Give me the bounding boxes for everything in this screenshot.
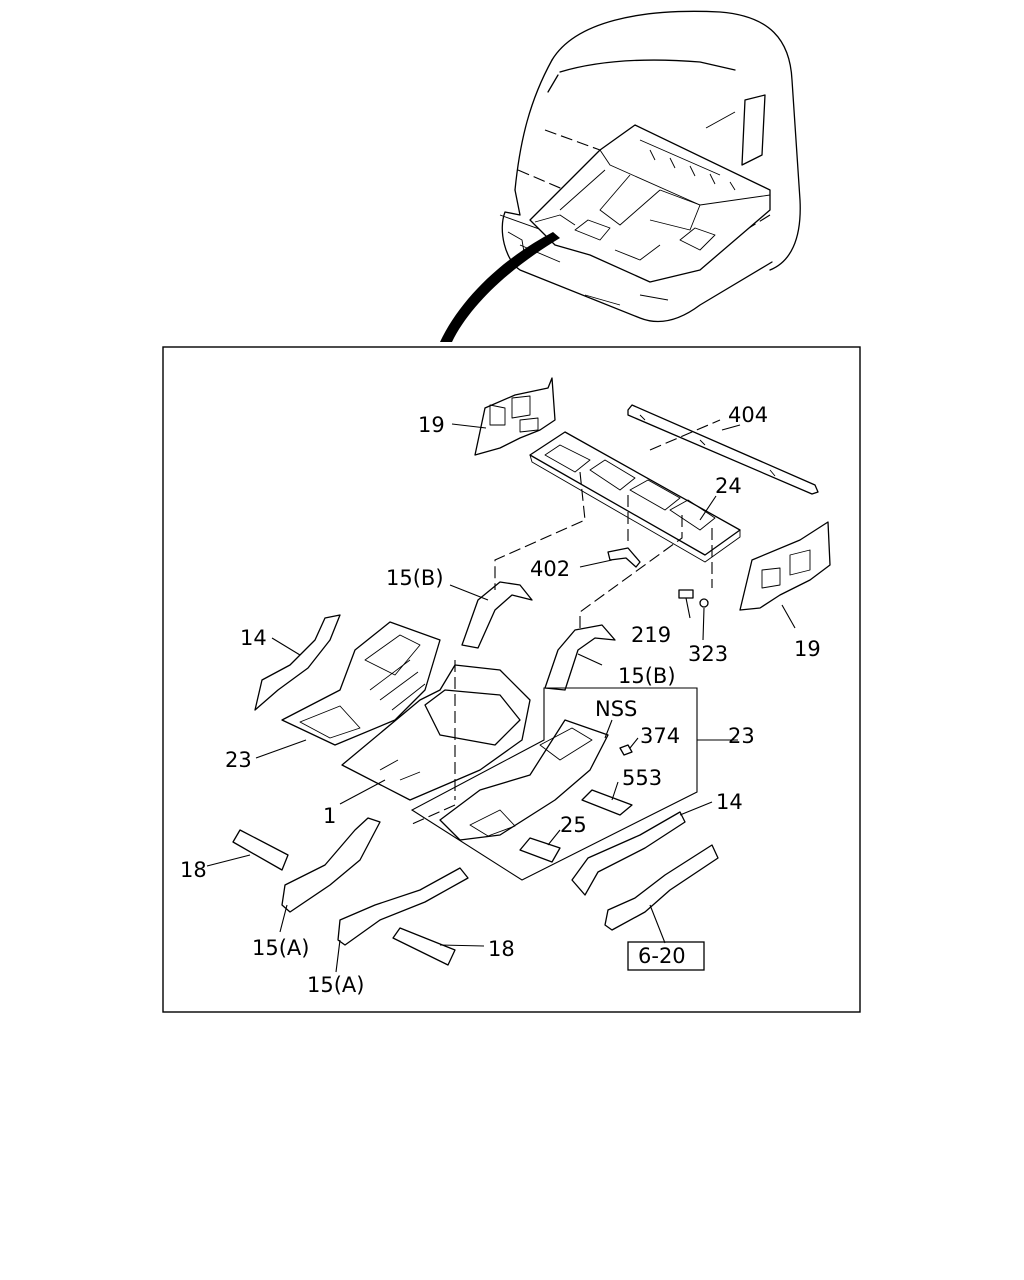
part-374-fastener (619, 744, 633, 756)
part-323-clip (699, 598, 709, 608)
group-outline-23-right (410, 687, 698, 881)
callout-402: 402 (530, 557, 570, 581)
detail-frame (162, 346, 861, 1013)
part-23-right-floor (439, 719, 609, 841)
callout-1: 1 (323, 804, 336, 828)
ref-6-20-box (627, 941, 705, 971)
part-23-left-floor (281, 621, 441, 746)
callout-323: 323 (688, 642, 728, 666)
callout-404: 404 (728, 403, 768, 427)
callout-374: 374 (640, 724, 680, 748)
part-15b-left-rail (461, 581, 533, 649)
part-15a-right-rail (337, 867, 469, 946)
callout-14-left: 14 (240, 626, 267, 650)
callout-labels: 19 404 24 402 15(B) 219 323 19 14 15(B) … (180, 403, 821, 997)
part-1-center-floor (341, 664, 531, 801)
part-19-left-panel (474, 377, 556, 456)
callout-15a-right: 15(A) (307, 973, 364, 997)
part-219-clip (678, 589, 694, 599)
callout-553: 553 (622, 766, 662, 790)
callout-19-right: 19 (794, 637, 821, 661)
part-18-left-bracket (232, 829, 289, 871)
part-19-right-panel (739, 521, 831, 611)
part-15b-right-rail (544, 624, 616, 691)
leader-lines (206, 423, 796, 973)
callout-25: 25 (560, 813, 587, 837)
part-25-bracket (519, 837, 561, 863)
part-404-crossmember (627, 404, 819, 495)
part-24-rear-floor (529, 431, 741, 563)
part-18-right-bracket (392, 927, 456, 966)
callout-18-right: 18 (488, 937, 515, 961)
part-15a-left-rail (281, 817, 381, 913)
callout-14-right: 14 (716, 790, 743, 814)
part-6-20-rail (604, 844, 719, 931)
callout-219: 219 (631, 623, 671, 647)
vehicle-overview (440, 10, 801, 342)
callout-nss: NSS (595, 697, 637, 721)
part-14-left-outrigger (254, 614, 341, 711)
callout-15b-left: 15(B) (386, 566, 444, 590)
callout-24: 24 (715, 474, 742, 498)
callout-15b-right: 15(B) (618, 664, 676, 688)
callout-15a-left: 15(A) (252, 936, 309, 960)
assembly-guide-lines (409, 419, 721, 826)
part-14-right-outrigger (571, 811, 686, 896)
callout-18-left: 18 (180, 858, 207, 882)
callout-6-20: 6-20 (638, 944, 686, 968)
part-402-bracket (607, 547, 641, 568)
callout-23-left: 23 (225, 748, 252, 772)
callout-19-top: 19 (418, 413, 445, 437)
callout-23-right: 23 (728, 724, 755, 748)
part-553-bracket (581, 789, 633, 816)
